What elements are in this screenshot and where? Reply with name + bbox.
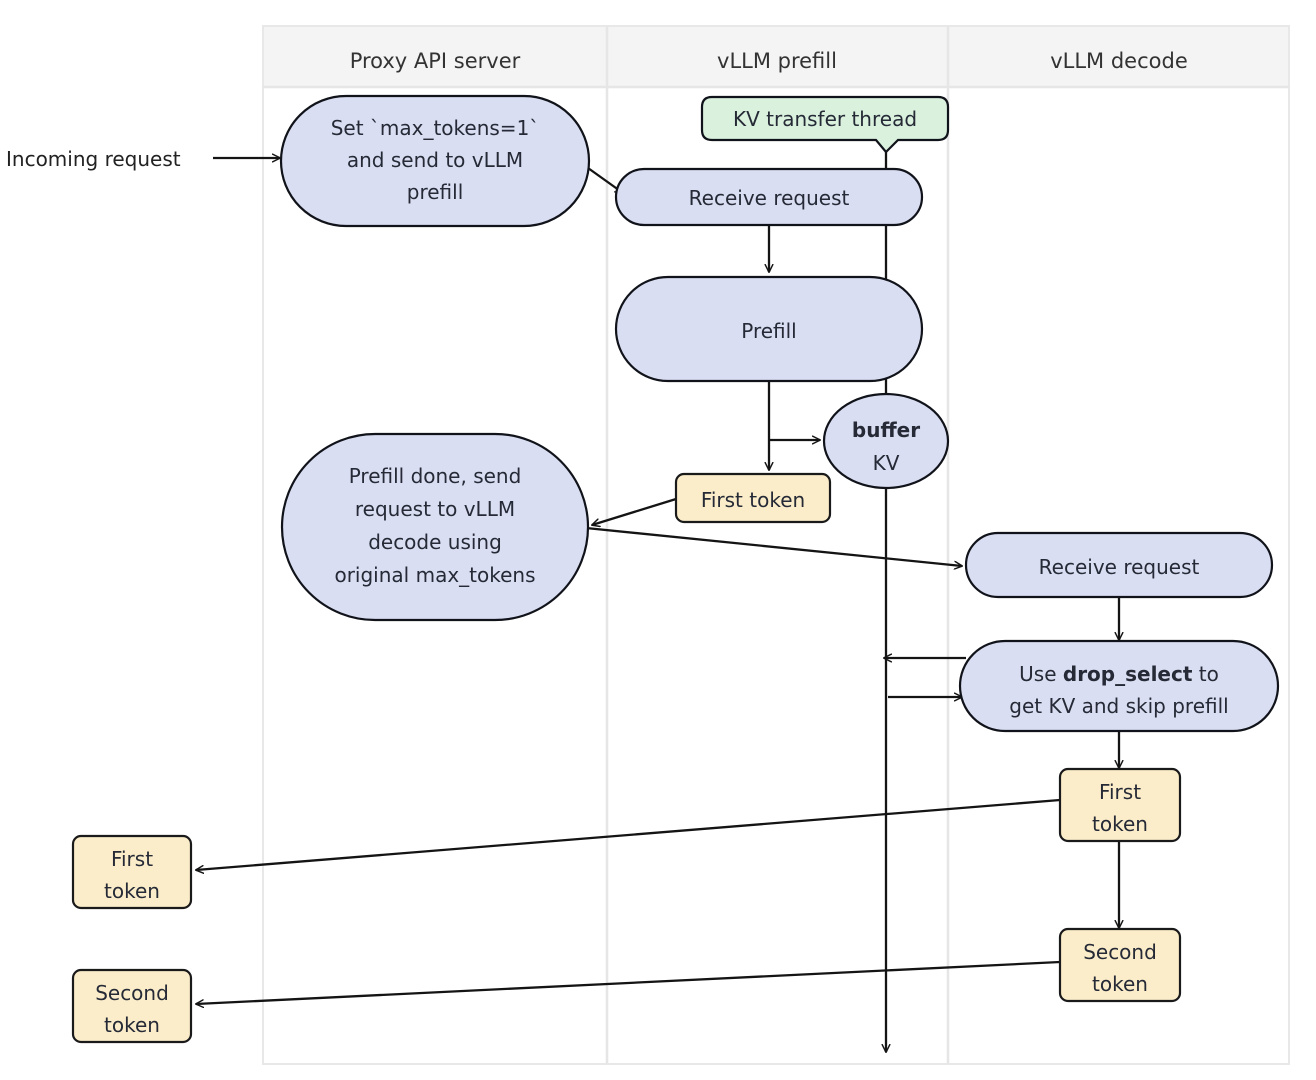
swimlane-header-band — [262, 25, 1290, 88]
node-proxy-second-token[interactable]: Second token — [71, 968, 193, 1044]
edge-prefill-first-token-to-proxy — [592, 497, 677, 525]
edge-layer — [196, 148, 1119, 1052]
proxy-first-token-line-2: token — [104, 879, 160, 903]
drop-select-line-2: get KV and skip prefill — [1009, 694, 1228, 718]
decode-first-token-shape — [1058, 767, 1182, 843]
kv-transfer-thread-shape — [700, 95, 950, 154]
set-max-tokens-line-3: prefill — [407, 180, 464, 204]
set-max-tokens-line-2: and send to vLLM — [347, 148, 523, 172]
proxy-first-token-line-1: First — [111, 847, 153, 871]
prefill-step-label: Prefill — [741, 319, 797, 343]
buffer-kv-label-primary: buffer — [852, 418, 920, 442]
drop-select-keyword: drop_select — [1063, 662, 1193, 686]
buffer-kv-shape — [822, 392, 950, 490]
lane-title-decode: vLLM decode — [1050, 49, 1188, 73]
incoming-request-label: Incoming request — [6, 147, 181, 171]
prefill-first-token-shape — [674, 472, 832, 524]
decode-first-token-line-2: token — [1092, 812, 1148, 836]
lane-title-prefill: vLLM prefill — [717, 49, 837, 73]
proxy-first-token-shape — [71, 834, 193, 910]
prefill-done-line-3: decode using — [368, 530, 502, 554]
prefill-receive-request-shape — [614, 167, 924, 227]
decode-receive-request-label: Receive request — [1039, 555, 1200, 579]
node-buffer-kv[interactable]: buffer KV — [822, 392, 950, 490]
prefill-done-line-2: request to vLLM — [355, 497, 515, 521]
decode-second-token-line-2: token — [1092, 972, 1148, 996]
drop-select-shape — [958, 639, 1280, 733]
node-decode-second-token[interactable]: Second token — [1058, 927, 1182, 1003]
kv-transfer-thread-label: KV transfer thread — [733, 107, 917, 131]
prefill-step-shape — [614, 275, 924, 383]
node-prefill-first-token[interactable]: First token — [674, 472, 832, 524]
node-kv-transfer-thread[interactable]: KV transfer thread — [700, 95, 950, 154]
node-prefill-done[interactable]: Prefill done, send request to vLLM decod… — [280, 432, 590, 622]
decode-second-token-shape — [1058, 927, 1182, 1003]
node-decode-receive-request[interactable]: Receive request — [964, 531, 1274, 599]
edge-proxy-to-decode-receive — [585, 526, 962, 566]
prefill-done-line-1: Prefill done, send — [349, 464, 522, 488]
drop-select-prefix: Use — [1019, 662, 1063, 686]
lane-title-proxy: Proxy API server — [350, 49, 521, 73]
drop-select-suffix: to — [1192, 662, 1218, 686]
decode-first-token-line-1: First — [1099, 780, 1141, 804]
set-max-tokens-shape — [279, 94, 591, 228]
decode-receive-request-shape — [964, 531, 1274, 599]
prefill-first-token-label: First token — [701, 488, 805, 512]
prefill-receive-request-label: Receive request — [689, 186, 850, 210]
proxy-second-token-line-1: Second — [95, 981, 169, 1005]
node-drop-select[interactable]: Use drop_select to get KV and skip prefi… — [958, 639, 1280, 733]
proxy-second-token-line-2: token — [104, 1013, 160, 1037]
set-max-tokens-line-1: Set `max_tokens=1` — [331, 116, 540, 140]
edge-decode-first-token-to-proxy-first-token — [196, 798, 1061, 870]
edge-decode-second-token-to-proxy-second-token — [196, 960, 1061, 1004]
node-proxy-first-token[interactable]: First token — [71, 834, 193, 910]
node-prefill-step[interactable]: Prefill — [614, 275, 924, 383]
drop-select-line-1: Use drop_select to — [1019, 662, 1219, 686]
node-decode-first-token[interactable]: First token — [1058, 767, 1182, 843]
prefill-done-line-4: original max_tokens — [334, 563, 535, 587]
node-set-max-tokens[interactable]: Set `max_tokens=1` and send to vLLM pref… — [279, 94, 591, 228]
decode-second-token-line-1: Second — [1083, 940, 1157, 964]
proxy-second-token-shape — [71, 968, 193, 1044]
prefill-done-shape — [280, 432, 590, 622]
node-prefill-receive-request[interactable]: Receive request — [614, 167, 924, 227]
buffer-kv-label-secondary: KV — [873, 451, 900, 475]
